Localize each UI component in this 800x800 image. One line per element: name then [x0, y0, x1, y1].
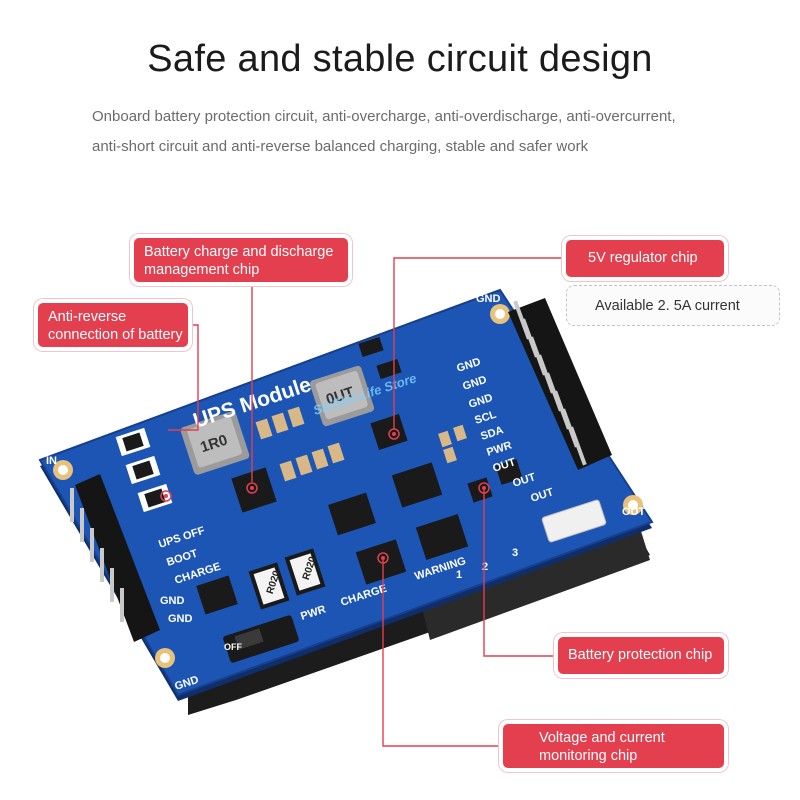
callout-regulator: 5V regulator chip	[566, 240, 724, 277]
edge-labels: IN GND GND GND OUT OFF GND	[46, 293, 646, 693]
callout-anti-reverse: Anti-reverse connection of battery	[38, 303, 188, 347]
svg-text:GND: GND	[476, 293, 501, 305]
shunt-resistors: R020 R020	[248, 548, 326, 610]
callout-anti-reverse-line1: Anti-reverse	[48, 309, 127, 325]
reverse-protection-parts	[115, 427, 173, 513]
ic-chips	[196, 336, 523, 615]
callout-charge-management-line1: Battery charge and discharge	[144, 244, 334, 260]
leader-endpoints	[160, 428, 490, 564]
battery-holder-side	[420, 528, 650, 640]
svg-text:GND: GND	[160, 595, 185, 607]
svg-text:IN: IN	[46, 455, 57, 467]
svg-text:OFF: OFF	[224, 642, 242, 652]
callout-monitoring-line1: Voltage and current	[539, 730, 665, 746]
leader-protection	[483, 490, 558, 657]
callout-monitoring-line2: monitoring chip	[539, 748, 638, 764]
left-pin-header	[70, 474, 160, 642]
callout-charge-management-line2: management chip	[144, 262, 260, 278]
svg-text:2: 2	[482, 561, 488, 573]
description-line-1: Onboard battery protection circuit, anti…	[92, 108, 676, 125]
inductor-right: 0UT	[309, 365, 375, 427]
callout-monitoring: Voltage and current monitoring chip	[503, 724, 724, 768]
callout-anti-reverse-line2: connection of battery	[48, 327, 183, 343]
capacitors	[255, 406, 467, 482]
out-connector	[541, 499, 607, 543]
svg-text:3: 3	[512, 547, 518, 559]
page-title: Safe and stable circuit design	[147, 38, 653, 80]
connector-numbers: 1 2 3	[456, 547, 518, 581]
svg-text:1: 1	[456, 569, 462, 581]
callout-protection: Battery protection chip	[558, 637, 724, 674]
callout-current: Available 2. 5A current	[566, 285, 780, 326]
leader-reverse	[168, 324, 199, 431]
right-pin-header	[508, 298, 612, 470]
callout-charge-management: Battery charge and discharge management …	[134, 238, 348, 282]
svg-text:OUT: OUT	[622, 506, 646, 518]
description-line-2: anti-short circuit and anti-reverse bala…	[92, 138, 589, 155]
svg-text:GND: GND	[168, 613, 193, 625]
leader-lines	[168, 257, 566, 747]
leader-regulator	[393, 257, 566, 430]
leader-monitor	[382, 560, 503, 747]
